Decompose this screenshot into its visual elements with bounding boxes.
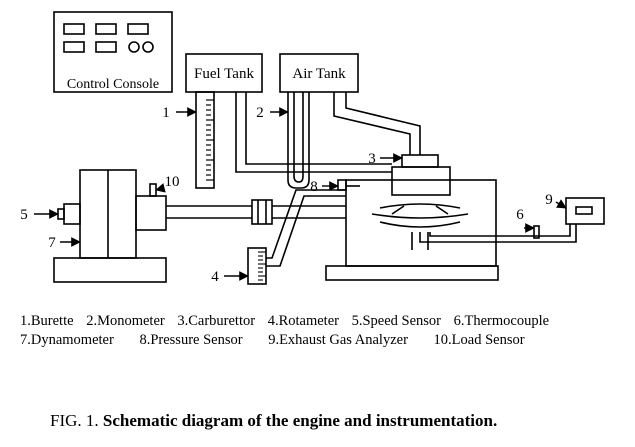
legend-item: 2.Monometer — [86, 313, 165, 329]
fuel-tank: Fuel Tank — [185, 53, 263, 93]
air-tank-label: Air Tank — [292, 66, 346, 82]
legend-item: 4.Rotameter — [267, 313, 339, 329]
caption-prefix: FIG. 1. — [50, 411, 99, 430]
load-sensor — [149, 183, 157, 197]
control-console-label: Control Console — [67, 77, 159, 92]
exhaust-gas-analyzer — [565, 197, 605, 225]
dynamometer-base — [53, 257, 167, 283]
legend-item: 9.Exhaust Gas Analyzer — [268, 332, 408, 348]
callout-9: 9 — [545, 192, 553, 208]
dynamometer — [57, 169, 167, 259]
legend-item: 6.Thermocouple — [453, 313, 550, 329]
engine-base — [325, 265, 499, 281]
air-tank: Air Tank — [279, 53, 359, 93]
legend-item: 7.Dynamometer — [20, 332, 114, 348]
legend-item: 3.Carburettor — [177, 313, 256, 329]
fuel-line — [235, 92, 392, 173]
callout-3: 3 — [368, 151, 376, 167]
manometer — [287, 92, 310, 189]
callout-7: 7 — [48, 235, 56, 251]
caption-title: Schematic diagram of the engine and inst… — [102, 411, 498, 430]
carburettor — [391, 154, 451, 196]
rotameter-line — [266, 189, 346, 267]
legend-item: 5.Speed Sensor — [351, 313, 442, 329]
callout-1: 1 — [162, 105, 170, 121]
callout-10: 10 — [165, 174, 180, 190]
control-console: Control Console — [53, 11, 173, 93]
air-line — [333, 92, 421, 155]
callout-4: 4 — [211, 269, 219, 285]
burette — [195, 91, 215, 189]
callout-5: 5 — [20, 207, 28, 223]
engine-block — [345, 179, 497, 267]
fuel-tank-label: Fuel Tank — [194, 66, 254, 82]
legend-item: 8.Pressure Sensor — [139, 332, 243, 348]
callout-6: 6 — [516, 207, 524, 223]
legend-item: 1.Burette — [20, 313, 74, 329]
callout-8: 8 — [310, 179, 318, 195]
legend-row-1: 1.Burette 2.Monometer 3.Carburettor 4.Ro… — [20, 313, 558, 330]
shaft — [166, 199, 346, 225]
rotameter — [247, 247, 267, 285]
callout-2: 2 — [256, 105, 264, 121]
pressure-sensor — [337, 179, 360, 191]
figure-caption: FIG. 1. Schematic diagram of the engine … — [50, 411, 497, 431]
exhaust-line — [419, 224, 577, 243]
legend-row-2: 7.Dynamometer 8.Pressure Sensor 9.Exhaus… — [20, 332, 547, 349]
callout-arrows — [34, 107, 567, 281]
legend-item: 10.Load Sensor — [433, 332, 525, 348]
